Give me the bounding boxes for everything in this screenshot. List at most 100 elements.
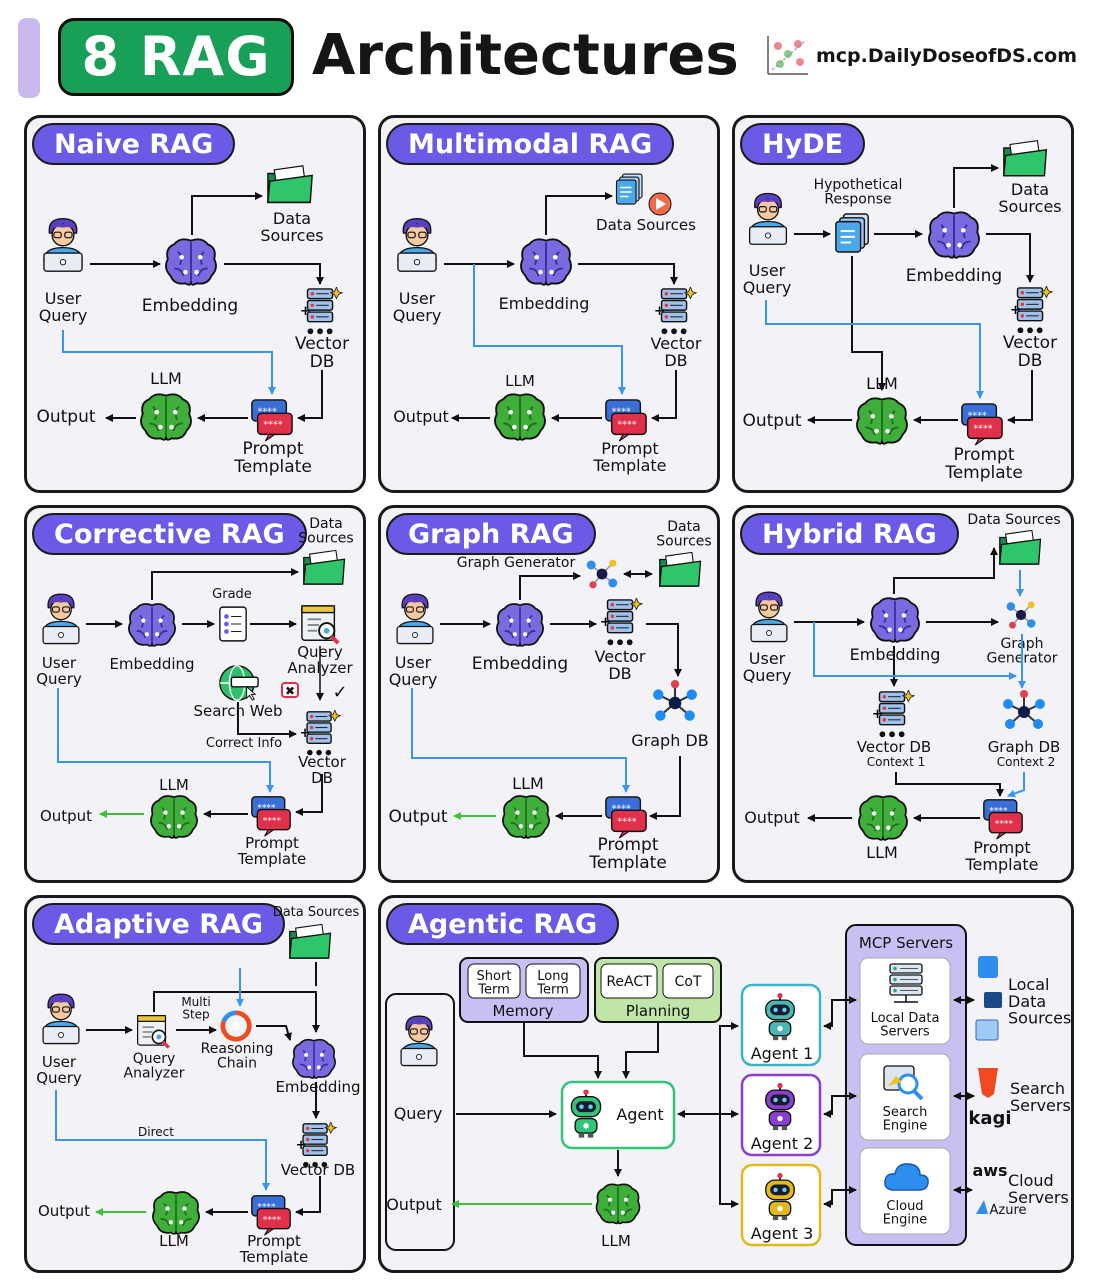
- arrow-embedding-to-vectordb: [224, 263, 324, 285]
- embedding-brain-icon: [128, 603, 176, 647]
- arrow-query-to-prompt: [411, 688, 630, 793]
- arrow-vectordb-to-graphdb: [646, 623, 682, 677]
- arrow-query-to-prompt: [765, 300, 984, 399]
- arrow-embedding-to-vectordb: [578, 263, 678, 285]
- user-icon: [43, 217, 83, 272]
- arrow-hypothetical-to-llm: [851, 256, 886, 391]
- vector-db-icon: [299, 287, 343, 335]
- llm-brain-icon: [140, 393, 192, 441]
- graph-db-icon: [652, 680, 698, 722]
- arrow-embedding-to-sources: [953, 164, 999, 208]
- label-graph-db: Graph DB: [631, 731, 708, 750]
- arrow-agent2-to-mcp: [823, 1092, 857, 1118]
- label-cot: CoT: [675, 974, 702, 990]
- data-sources-folder-icon: [659, 552, 702, 587]
- prompt-template-icon: [605, 796, 647, 839]
- label-embedding: Embedding: [472, 654, 568, 674]
- label-output: Output: [393, 407, 449, 426]
- label-embedding: Embedding: [906, 266, 1002, 286]
- arrow-vectordb-to-prompt: [295, 774, 323, 816]
- label-output: Output: [38, 1202, 90, 1220]
- query-analyzer-icon: [136, 1014, 171, 1050]
- azure-icon: [976, 1200, 988, 1214]
- label-query: Query: [394, 1104, 443, 1123]
- hypothetical-docs-icon: [834, 213, 870, 253]
- label-embedding: Embedding: [499, 294, 590, 313]
- label-context-2: Context 2: [997, 755, 1055, 769]
- label-kagi: kagi: [968, 1108, 1011, 1129]
- arrow-agent3-to-mcp: [823, 1186, 857, 1208]
- label-embedding: Embedding: [142, 296, 238, 316]
- embedding-brain-icon: [928, 211, 980, 259]
- mcp-search-engine-box: [859, 1053, 951, 1141]
- label-react: ReACT: [606, 974, 652, 990]
- mcp-local-servers-box: [859, 957, 951, 1045]
- vector-db-icon: [599, 598, 643, 646]
- user-box: [385, 993, 455, 1251]
- embedding-brain-icon: [520, 238, 572, 286]
- data-sources-folder-icon: [303, 550, 346, 585]
- user-icon: [400, 1015, 438, 1067]
- llm-brain-icon: [152, 1191, 200, 1235]
- prompt-template-icon: [983, 799, 1023, 840]
- vector-db-icon: [298, 710, 342, 757]
- label-graph-generator: Graph Generator: [457, 555, 576, 571]
- embedding-brain-icon: [496, 603, 544, 647]
- accept-mark-icon: ✓: [332, 682, 347, 703]
- header-accent-bar: [18, 18, 40, 98]
- label-data-sources: Data Sources: [596, 216, 696, 234]
- arrow-vectordb-to-prompt: [651, 370, 677, 422]
- embedding-brain-icon: [165, 238, 217, 286]
- label-azure: Azure: [989, 1203, 1026, 1218]
- label-llm: LLM: [866, 843, 898, 862]
- play-icon: [656, 198, 666, 210]
- label-agent: Agent: [616, 1105, 663, 1124]
- llm-brain-icon: [494, 393, 546, 441]
- label-direct: Direct: [138, 1125, 174, 1139]
- label-vector-db: Vector DB: [281, 1161, 355, 1179]
- label-agent-1: Agent 1: [751, 1044, 814, 1063]
- arrow-planning-to-agent: [622, 1022, 659, 1079]
- user-icon: [396, 593, 434, 645]
- label-graph-db: Graph DB: [988, 738, 1061, 756]
- graph-db-icon: [1002, 690, 1046, 730]
- brave-icon: [978, 1068, 998, 1098]
- site-link[interactable]: mcp.DailyDoseofDS.com: [816, 45, 1078, 67]
- data-sources-folder-icon: [289, 924, 332, 959]
- prompt-template-icon: [605, 399, 647, 442]
- vector-db-icon: [871, 690, 915, 738]
- label-context-1: Context 1: [867, 755, 925, 769]
- label-llm: LLM: [601, 1232, 631, 1250]
- label-embedding: Embedding: [275, 1078, 360, 1096]
- reasoning-chain-icon: [223, 1013, 249, 1039]
- arrow-memory-to-agent: [523, 1022, 602, 1079]
- mcp-cloud-engine-box: [859, 1147, 951, 1235]
- arrow-graphdb-to-prompt: [649, 756, 681, 820]
- prompt-template-icon: [251, 1195, 291, 1236]
- label-output: Output: [744, 808, 800, 827]
- grade-doc-icon: [219, 606, 247, 642]
